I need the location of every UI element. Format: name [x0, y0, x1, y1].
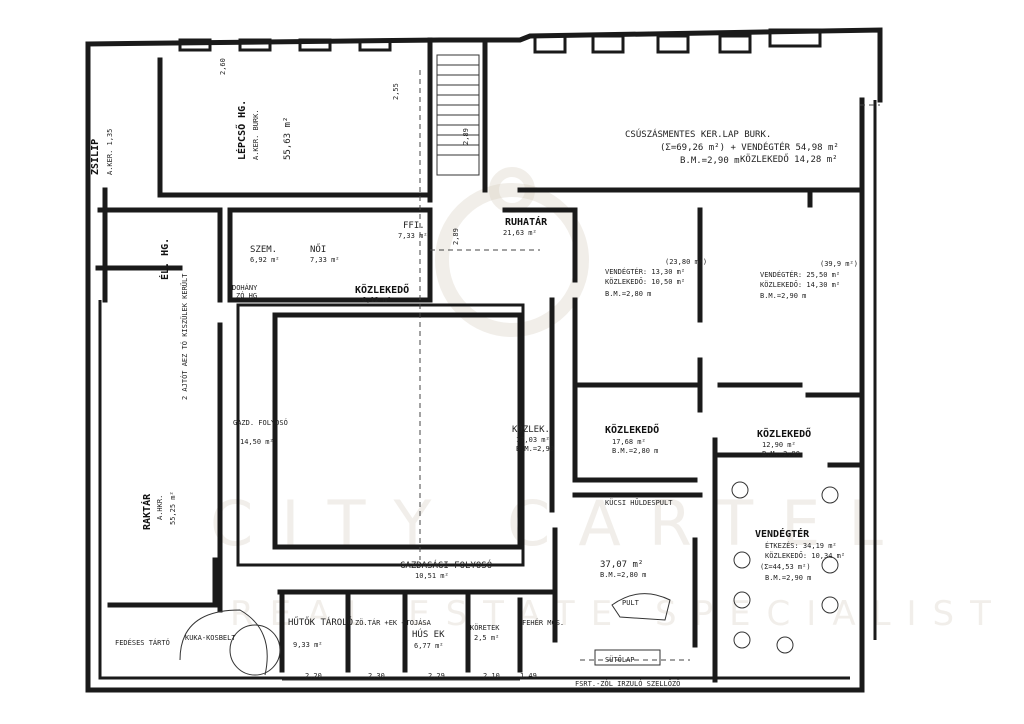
v2-kozlekedo: KÖZLEKEDŐ: 14,30 m² [760, 280, 840, 289]
label-kuka: KUKA-KOSBELT [185, 634, 236, 642]
label-lepcso-area: 55,63 m² [283, 117, 293, 160]
room-labels: ZSILIP A.KER. 1,35 LÉPCSŐ HG. A.KER. BUR… [90, 100, 858, 688]
label-szem-area: 6,92 m² [250, 256, 280, 264]
label-hutopult: KÜCSI HŰLDESPULT [605, 498, 673, 507]
dimension: 1,49 [520, 672, 537, 680]
v1-vendegter: VENDÉGTÉR: 13,30 m² [605, 267, 685, 276]
label-el-hg: ÉL. HG. [158, 238, 171, 280]
label-szem: SZEM. [250, 245, 277, 255]
label-lepcso: LÉPCSŐ HG. [234, 100, 248, 160]
label-feher-mos: FEHÉR MOS. [522, 618, 564, 627]
v2-bm: B.M.=2,90 m [760, 292, 806, 300]
label-konyha-bm: B.M.=2,80 m [600, 571, 646, 579]
label-gazdasagi-folyoso-area: 10,51 m² [415, 572, 449, 580]
label-zoldseg-tarolo: ZÖ.TÁR +EK +TOJÁSA [355, 618, 432, 627]
note-left: 2 AJTÓT AEZ TÓ KISZÜLEK KERÜLT [180, 273, 189, 400]
label-ffi-area: 7,33 m² [398, 232, 428, 240]
dimension: 2,89 [462, 128, 470, 145]
label-dohany: DOHÁNY [232, 283, 258, 292]
label-raktar: RAKTÁR [140, 493, 153, 530]
label-hus-area: 6,77 m² [414, 642, 444, 650]
interior-walls [95, 37, 865, 683]
label-ruhatar: RUHATÁR [505, 215, 548, 228]
label-raktar-area: 55,25 m² [169, 491, 177, 525]
dimension: 2,20 [305, 672, 322, 680]
label-koretek: KÖRETEK [470, 623, 500, 632]
dimension: 2,60 [219, 58, 227, 75]
label-kozlekedo-3-area: 12,90 m² [762, 441, 796, 449]
dimension: 2,55 [392, 83, 400, 100]
outer-walls [85, 27, 883, 693]
label-kozlekedo-2: KÖZLEKEDŐ [605, 422, 659, 436]
label-koretek-area: 2,5 m² [474, 634, 499, 642]
label-hutok-tarolo: HŰTŐK TÁROLÓ [288, 616, 353, 628]
label-kozlek: KÖZLEK. [512, 424, 550, 435]
note-kozlekedo: KÖZLEKEDŐ 14,28 m² [740, 154, 838, 165]
dimension: 2,30 [368, 672, 385, 680]
label-gazd-area: 14,50 m² [240, 438, 274, 446]
label-vendegter-sum: (Σ=44,53 m²) [760, 563, 811, 571]
stove [594, 649, 661, 666]
label-etkezes: ÉTKEZÉS: 34,19 m² [765, 541, 837, 550]
label-ffi: FFI. [403, 221, 425, 231]
label-sutolap: SÜTŐLAP [605, 655, 635, 664]
dimension: 2,29 [428, 672, 445, 680]
label-gazd-folyoso: GAZD. FOLYOSÓ [233, 418, 288, 427]
spiral-staircase [179, 609, 281, 676]
label-kozlekedo-3: KÖZLEKEDŐ [757, 426, 811, 440]
note-bottom: FSRT.-ZÓL IRZULÓ SZELLŐZŐ [575, 679, 680, 688]
label-lepcso-sub: A.KER. BURK. [252, 109, 260, 160]
label-kozlekedo-wc: KÖZLEKEDŐ [355, 282, 409, 296]
label-kozlekedo-3-bm: B.M.=2,90 [762, 450, 800, 458]
label-hutok-area: 9,33 m² [293, 641, 323, 649]
dining-tables [731, 481, 839, 654]
v1-kozlekedo: KÖZLEKEDŐ: 10,50 m² [605, 277, 685, 286]
grid-lines [419, 70, 880, 661]
label-raktar-sub: A.HKR. [156, 495, 164, 520]
label-kozlekedo-2-bm: B.M.=2,80 m [612, 447, 658, 455]
label-kozlekedo-2-area: 17,68 m² [612, 438, 646, 446]
label-kozlek-area: 17,03 m² [516, 436, 550, 444]
bar-counter [611, 593, 671, 621]
note-bm: B.M.=2,90 m [680, 156, 740, 166]
label-vendegter-kozlekedo: KÖZLEKEDŐ: 10,34 m² [765, 551, 845, 560]
label-fedeses: FEDÉSES TÁRTÓ [115, 638, 170, 647]
label-noi: NŐI [310, 244, 326, 255]
label-konyha-area: 37,07 m² [600, 560, 643, 570]
label-zsilip-area: A.KER. 1,35 [106, 129, 114, 175]
label-vendegter: VENDÉGTÉR [755, 527, 810, 540]
dimension: 2,10 [483, 672, 500, 680]
label-hus-ek: HÚS EK [412, 628, 445, 640]
label-ruhatar-area: 21,63 m² [503, 229, 537, 237]
v2-vendegter: VENDÉGTÉR: 25,50 m² [760, 270, 840, 279]
staircase-top [436, 54, 480, 176]
label-vendegter-bm: B.M.=2,90 m [765, 574, 811, 582]
label-noi-area: 7,33 m² [310, 256, 340, 264]
dimension: 2,89 [452, 228, 460, 245]
v1-bm: B.M.=2,80 m [605, 290, 651, 298]
dimensions: 2,20 2,30 2,29 2,10 1,49 2,89 2,55 2,60 … [219, 58, 537, 681]
v1-total: (23,80 m²) [665, 258, 707, 266]
label-gazdasagi-folyoso: GAZDASÁGI FOLYOSÓ [400, 559, 492, 571]
label-dohany-sub: ZÓ HG [236, 291, 257, 300]
label-zsilip: ZSILIP [90, 139, 101, 175]
label-pult: PULT [622, 599, 640, 607]
note-sum: (Σ=69,26 m²) + VENDÉGTÉR 54,98 m² [660, 141, 839, 153]
label-kozlekedo-wc-area: 6,12 m² [362, 296, 392, 304]
v2-total: (39,9 m²) [820, 260, 858, 268]
note-burkolat: CSÚSZÁSMENTES KER.LAP BURK. [625, 128, 771, 140]
label-kozlek-bm: B.M.=2,90 [516, 445, 554, 453]
